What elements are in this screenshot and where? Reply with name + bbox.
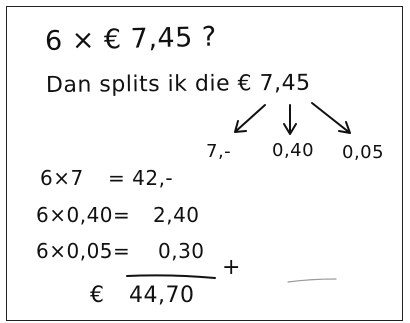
arrow-down-icon <box>283 104 297 135</box>
part-whole-euros: 7,- <box>206 141 232 162</box>
euro-sign: € <box>90 283 105 308</box>
arrow-right-icon <box>311 102 351 134</box>
equation-1-right: = 42,- <box>108 166 174 190</box>
equation-2-right: 2,40 <box>153 203 200 227</box>
equation-1-left: 6×7 <box>40 166 84 190</box>
equation-3-right: 0,30 <box>158 239 205 263</box>
sum-total: 44,70 <box>129 283 195 308</box>
page-border <box>6 6 403 321</box>
part-five-cents: 0,05 <box>342 142 385 163</box>
equation-3-left: 6×0,05= <box>36 239 131 263</box>
arrow-left-icon <box>234 104 266 133</box>
equation-2-left: 6×0,40= <box>36 203 131 227</box>
sum-underline <box>126 274 216 279</box>
faint-pencil-mark <box>287 278 337 283</box>
part-forty-cents: 0,40 <box>272 140 315 161</box>
plus-sign: + <box>222 255 241 280</box>
